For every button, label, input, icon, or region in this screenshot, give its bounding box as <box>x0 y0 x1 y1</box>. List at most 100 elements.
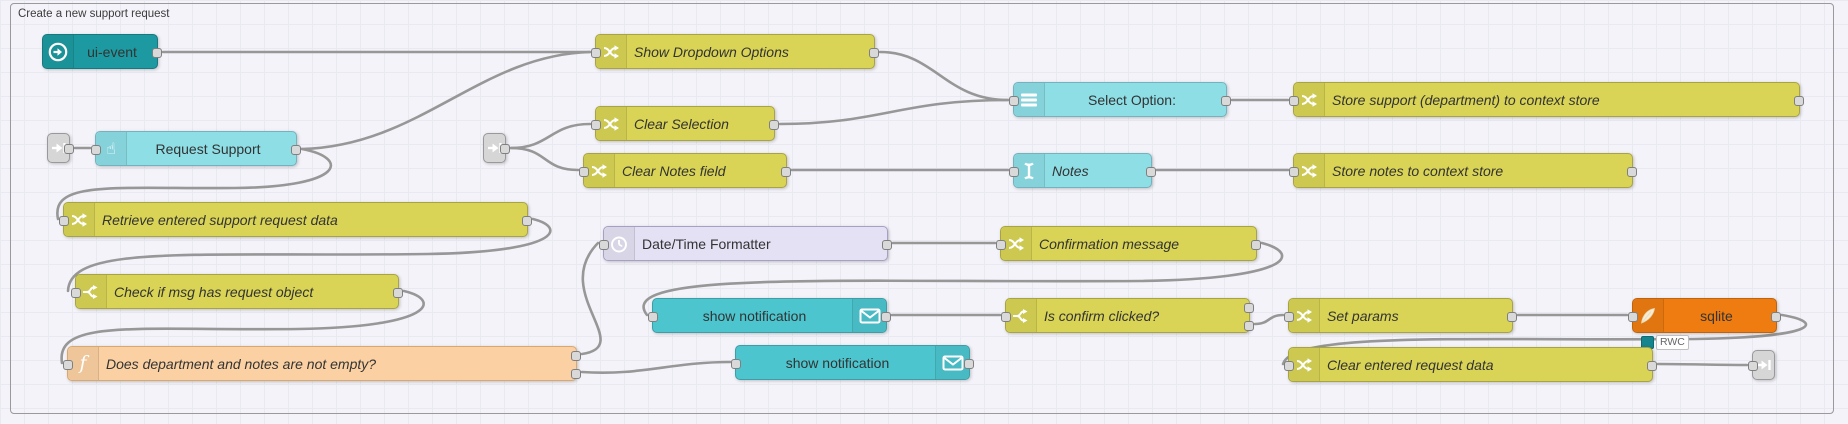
node-label: Confirmation message <box>1039 235 1180 252</box>
output-port[interactable] <box>393 287 403 298</box>
node-datetime-formatter[interactable]: Date/Time Formatter <box>599 226 892 261</box>
wire[interactable] <box>1656 362 1749 367</box>
input-port[interactable] <box>599 239 609 250</box>
output-port[interactable] <box>1794 95 1804 106</box>
output-port[interactable] <box>1251 239 1261 250</box>
node-show-notification-2[interactable]: show notification <box>731 345 974 380</box>
envelope-icon <box>935 346 969 379</box>
input-port[interactable] <box>1628 311 1638 322</box>
output-port[interactable] <box>964 358 974 369</box>
wire[interactable] <box>300 50 592 151</box>
wire[interactable] <box>580 241 602 356</box>
wire[interactable] <box>60 289 425 365</box>
output-port[interactable] <box>882 239 892 250</box>
wire[interactable] <box>66 217 552 293</box>
node-clear-entered-data[interactable]: Clear entered request data <box>1284 347 1657 382</box>
node-ui-event[interactable]: ui-event <box>42 34 162 69</box>
node-clear-selection[interactable]: Clear Selection <box>591 106 779 141</box>
node-link-out-1[interactable] <box>1748 350 1775 380</box>
output-port[interactable] <box>1771 311 1781 322</box>
text-cursor-icon <box>1014 154 1045 187</box>
node-retrieve-data[interactable]: Retrieve entered support request data <box>59 202 532 237</box>
wire[interactable] <box>642 241 1284 317</box>
input-port[interactable] <box>1748 361 1758 371</box>
input-port[interactable] <box>63 359 73 370</box>
node-label: Request Support <box>155 140 261 157</box>
output-port[interactable] <box>1507 311 1517 322</box>
output-port[interactable] <box>1627 166 1637 177</box>
node-label: Store support (department) to context st… <box>1332 91 1600 108</box>
output-port[interactable] <box>1244 320 1254 331</box>
input-port[interactable] <box>1289 166 1299 177</box>
output-port[interactable] <box>64 144 74 154</box>
output-port[interactable] <box>1647 360 1657 371</box>
input-port[interactable] <box>996 239 1006 250</box>
node-show-notification-1[interactable]: show notification <box>648 298 891 333</box>
input-port[interactable] <box>91 144 101 155</box>
output-port[interactable] <box>571 368 581 379</box>
wire[interactable] <box>1281 313 1808 366</box>
flow-group[interactable] <box>10 3 1834 414</box>
node-store-notes[interactable]: Store notes to context store <box>1289 153 1637 188</box>
node-label: ui-event <box>87 43 137 60</box>
output-port[interactable] <box>571 350 581 361</box>
input-port[interactable] <box>59 215 69 226</box>
output-port[interactable] <box>152 47 162 58</box>
input-port[interactable] <box>1001 311 1011 322</box>
input-port[interactable] <box>579 166 589 177</box>
input-port[interactable] <box>1289 95 1299 106</box>
input-port[interactable] <box>731 358 741 369</box>
node-link-in-1[interactable] <box>47 133 74 163</box>
input-port[interactable] <box>1284 311 1294 322</box>
wire[interactable] <box>878 50 1010 102</box>
output-port[interactable] <box>522 215 532 226</box>
wire[interactable] <box>56 147 333 221</box>
input-port[interactable] <box>591 119 601 130</box>
input-port[interactable] <box>1009 166 1019 177</box>
node-label: Is confirm clicked? <box>1044 307 1160 324</box>
input-port[interactable] <box>1009 95 1019 106</box>
node-label: Clear entered request data <box>1327 356 1494 373</box>
node-select-option[interactable]: Select Option: <box>1009 82 1231 117</box>
feather-icon <box>1633 299 1664 332</box>
output-port[interactable] <box>500 144 510 154</box>
wire[interactable] <box>509 122 592 150</box>
node-store-support[interactable]: Store support (department) to context st… <box>1289 82 1804 117</box>
output-port[interactable] <box>869 47 879 58</box>
output-port[interactable] <box>781 166 791 177</box>
output-port[interactable] <box>1146 166 1156 177</box>
node-label: Store notes to context store <box>1332 162 1504 179</box>
output-port[interactable] <box>769 119 779 130</box>
node-status-badge: RWC <box>1641 335 1689 350</box>
output-port[interactable] <box>1221 95 1231 106</box>
output-port[interactable] <box>881 311 891 322</box>
node-label: show notification <box>702 307 807 324</box>
node-clear-notes-field[interactable]: Clear Notes field <box>579 153 791 188</box>
wire[interactable] <box>1253 313 1285 326</box>
switch-icon <box>1006 299 1037 332</box>
node-show-dropdown-options[interactable]: Show Dropdown Options <box>591 34 879 69</box>
output-port[interactable] <box>1244 302 1254 313</box>
input-port[interactable] <box>1284 360 1294 371</box>
input-port[interactable] <box>648 311 658 322</box>
status-text: RWC <box>1656 335 1689 350</box>
wire[interactable] <box>509 146 580 172</box>
node-check-msg-request[interactable]: Check if msg has request object <box>71 274 403 309</box>
input-port[interactable] <box>591 47 601 58</box>
output-port[interactable] <box>291 144 301 155</box>
node-label: Notes <box>1052 162 1089 179</box>
node-notes[interactable]: Notes <box>1009 153 1156 188</box>
node-is-confirm-clicked[interactable]: Is confirm clicked? <box>1001 298 1254 333</box>
input-port[interactable] <box>71 287 81 298</box>
node-confirmation-message[interactable]: Confirmation message <box>996 226 1261 261</box>
node-request-support[interactable]: ☝Request Support <box>91 131 301 166</box>
node-link-in-2[interactable] <box>483 133 510 163</box>
node-label: Select Option: <box>1088 91 1176 108</box>
node-set-params[interactable]: Set params <box>1284 298 1517 333</box>
wire[interactable] <box>580 360 732 374</box>
shuffle-icon <box>1001 227 1032 260</box>
wire[interactable] <box>778 98 1010 126</box>
